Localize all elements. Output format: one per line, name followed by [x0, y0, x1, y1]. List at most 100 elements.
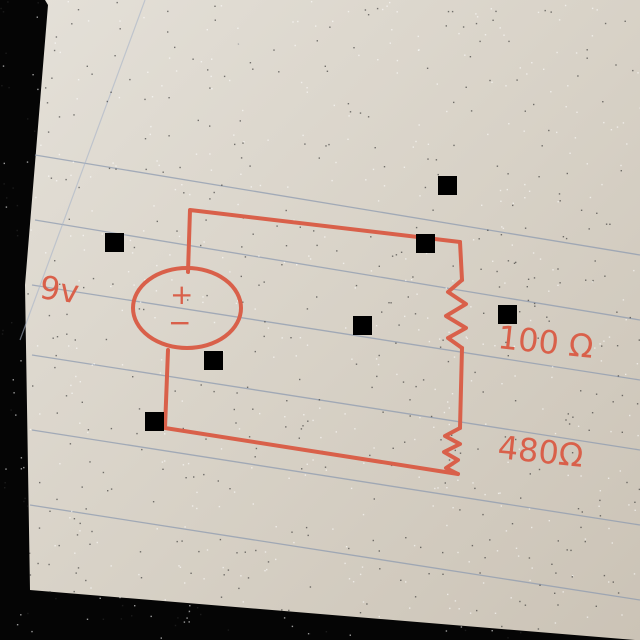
noise-speck — [616, 126, 619, 128]
noise-speck — [504, 282, 506, 284]
noise-speck — [73, 114, 75, 116]
noise-speck — [377, 59, 379, 61]
noise-speck — [202, 301, 204, 304]
noise-speck — [403, 166, 406, 168]
noise-speck — [70, 235, 72, 237]
noise-speck — [344, 413, 346, 415]
noise-speck — [68, 218, 70, 220]
noise-speck — [428, 573, 430, 575]
noise-speck — [470, 306, 472, 308]
noise-speck — [293, 219, 295, 221]
noise-speck — [453, 356, 456, 358]
noise-speck — [434, 388, 436, 391]
noise-speck — [414, 596, 417, 598]
noise-speck — [240, 173, 242, 175]
noise-speck — [527, 278, 530, 280]
noise-speck — [443, 411, 446, 414]
noise-speck — [523, 130, 525, 132]
noise-speck — [150, 125, 152, 128]
noise-speck — [492, 260, 494, 262]
noise-speck — [110, 285, 112, 288]
noise-speck — [45, 252, 47, 254]
noise-speck — [20, 468, 23, 470]
noise-speck — [217, 480, 219, 482]
noise-speck — [308, 255, 310, 257]
noise-speck — [412, 276, 414, 278]
noise-speck — [638, 339, 640, 341]
noise-speck — [290, 337, 292, 339]
noise-speck — [448, 407, 450, 409]
noise-speck — [470, 380, 473, 382]
noise-speck — [200, 384, 202, 386]
noise-speck — [304, 143, 306, 145]
noise-speck — [37, 2, 39, 4]
noise-speck — [316, 296, 318, 298]
noise-speck — [539, 258, 542, 260]
noise-speck — [74, 339, 76, 341]
noise-speck — [621, 431, 623, 433]
noise-speck — [303, 414, 305, 416]
noise-speck — [168, 97, 170, 99]
noise-speck — [26, 161, 29, 163]
noise-speck — [520, 631, 522, 634]
noise-speck — [112, 162, 114, 164]
noise-speck — [76, 347, 78, 349]
noise-speck — [395, 254, 398, 256]
noise-speck — [474, 371, 476, 374]
noise-speck — [209, 153, 211, 155]
noise-speck — [351, 358, 353, 360]
occluder-square — [204, 351, 223, 370]
noise-speck — [610, 129, 613, 131]
noise-speck — [420, 546, 422, 549]
noise-speck — [178, 235, 181, 238]
noise-speck — [281, 337, 283, 339]
noise-speck — [252, 68, 254, 70]
noise-speck — [459, 452, 462, 454]
noise-speck — [306, 91, 308, 93]
noise-speck — [119, 20, 121, 22]
noise-speck — [466, 337, 468, 340]
noise-speck — [367, 14, 370, 16]
noise-speck — [143, 230, 145, 232]
noise-speck — [445, 287, 447, 289]
noise-speck — [153, 205, 155, 207]
noise-speck — [52, 337, 54, 339]
noise-speck — [531, 62, 533, 64]
noise-speck — [595, 393, 598, 395]
noise-speck — [112, 283, 114, 285]
noise-speck — [233, 134, 235, 136]
noise-speck — [382, 8, 384, 11]
noise-speck — [28, 552, 31, 554]
noise-speck — [632, 69, 634, 72]
noise-speck — [402, 381, 405, 383]
noise-speck — [68, 345, 70, 347]
noise-speck — [557, 284, 559, 286]
noise-speck — [572, 575, 574, 577]
noise-speck — [58, 116, 61, 118]
noise-speck — [12, 379, 14, 381]
noise-speck — [79, 422, 81, 424]
noise-speck — [585, 279, 587, 281]
noise-speck — [81, 486, 83, 488]
noise-speck — [580, 390, 582, 392]
noise-speck — [89, 176, 92, 178]
noise-speck — [258, 284, 260, 286]
noise-speck — [129, 239, 132, 242]
occluder-square — [438, 176, 457, 195]
noise-speck — [365, 179, 367, 181]
noise-speck — [310, 1, 313, 3]
noise-speck — [316, 40, 318, 42]
noise-speck — [134, 605, 136, 607]
noise-speck — [150, 615, 152, 618]
noise-speck — [325, 631, 328, 633]
noise-speck — [160, 637, 162, 639]
noise-speck — [263, 281, 265, 283]
noise-speck — [58, 153, 61, 156]
noise-speck — [577, 508, 580, 510]
noise-speck — [151, 96, 154, 98]
noise-speck — [395, 342, 397, 344]
noise-speck — [242, 109, 244, 112]
noise-speck — [448, 459, 451, 461]
noise-speck — [192, 58, 194, 60]
noise-speck — [197, 119, 199, 122]
